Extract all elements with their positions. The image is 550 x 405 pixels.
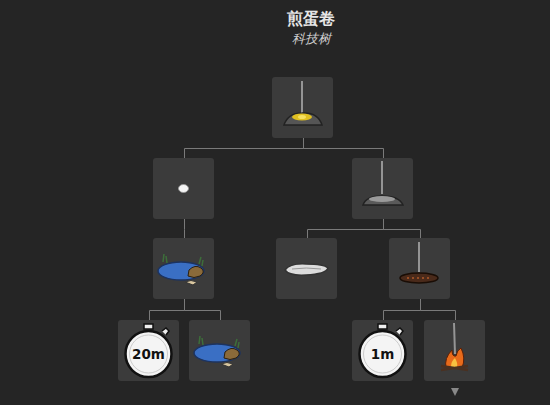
subtitle: 科技树: [186, 30, 436, 48]
tree-connector: [384, 299, 421, 320]
item-icon: [276, 238, 337, 299]
tree-connector: [150, 299, 185, 320]
time-label: 1m: [352, 345, 413, 363]
item-icon: [352, 158, 413, 219]
tech-box: [424, 320, 485, 381]
tech-box: [189, 320, 250, 381]
tech-box: [153, 238, 214, 299]
item-icon: [272, 77, 333, 138]
diagram-title: 煎蛋卷: [186, 8, 436, 30]
tech-box: 1m: [352, 320, 413, 381]
tech-box: [272, 77, 333, 138]
time-label: 20m: [118, 345, 179, 363]
item-icon: [424, 320, 485, 381]
tree-connector: [308, 219, 384, 238]
tech-box: [389, 238, 450, 299]
tech-box: [276, 238, 337, 299]
tech-box: [153, 158, 214, 219]
tree-connector: [421, 299, 456, 320]
header: 煎蛋卷科技树: [186, 8, 436, 48]
more-arrow: [451, 388, 459, 396]
tree-connector: [185, 299, 221, 320]
item-icon: [389, 238, 450, 299]
item-icon: [189, 320, 250, 381]
tree-connector: [184, 219, 185, 238]
item-icon: [153, 238, 214, 299]
item-icon: [153, 158, 214, 219]
tree-connector: [304, 138, 384, 158]
tree-connector: [185, 138, 304, 158]
tree-connector: [384, 219, 421, 238]
tech-box: [352, 158, 413, 219]
tech-box: 20m: [118, 320, 179, 381]
